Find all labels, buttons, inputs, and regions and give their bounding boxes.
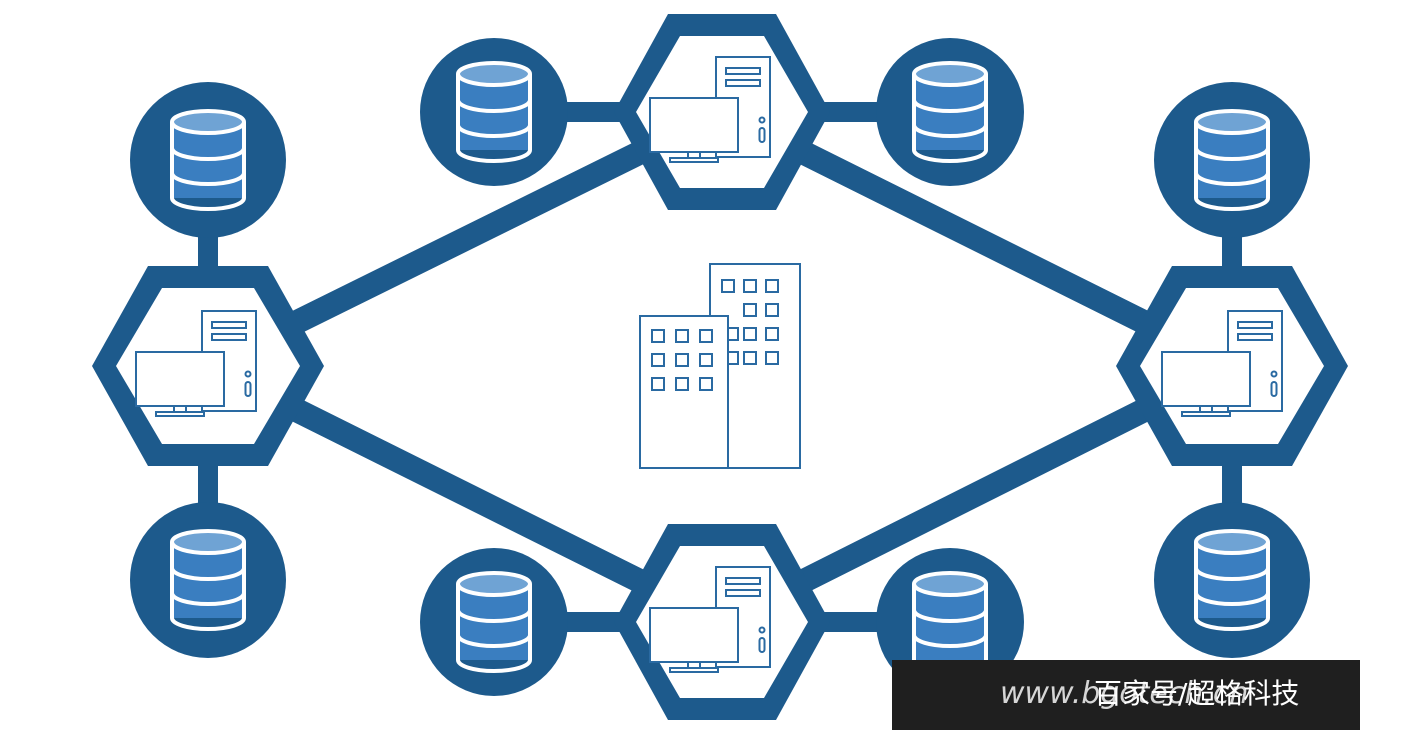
database-icon [456,61,532,163]
watermark-label: 百家号/超格科技 [1094,677,1300,710]
computer-node-bottom [614,524,830,720]
database-node-top-left [420,38,568,186]
database-node-left-lower [130,502,286,658]
computer-node-left [92,266,324,466]
database-icon [912,571,988,673]
database-icon [1194,529,1270,631]
database-node-top-right [876,38,1024,186]
computer-node-top [614,14,830,210]
database-icon [170,109,246,211]
watermark-url: www.bgotech.cn [1000,676,1249,711]
database-node-right-lower [1154,502,1310,658]
database-node-left-upper [130,82,286,238]
database-icon [1194,109,1270,211]
database-icon [170,529,246,631]
database-icon [912,61,988,163]
watermark-banner: www.bgotech.cn 百家号/超格科技 [892,660,1360,730]
database-node-right-upper [1154,82,1310,238]
office-buildings-icon [639,263,801,469]
database-node-bottom-right [876,548,1024,696]
database-icon [456,571,532,673]
computer-node-right [1116,266,1348,466]
database-node-bottom-left [420,548,568,696]
